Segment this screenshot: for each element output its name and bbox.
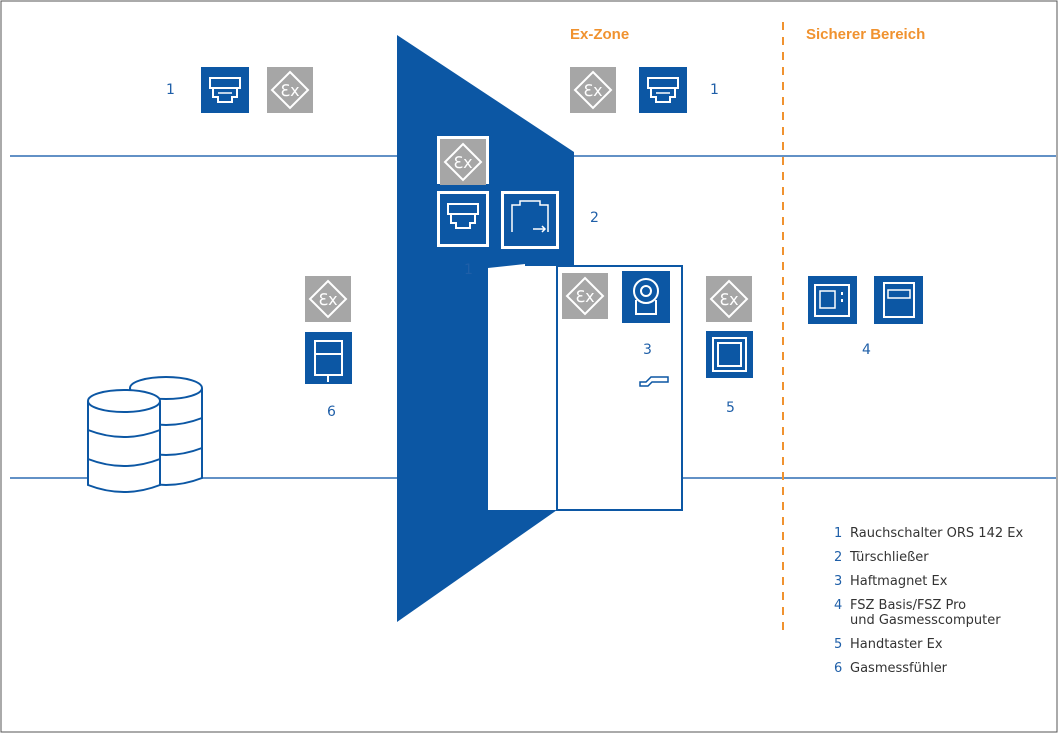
legend-text: FSZ Basis/FSZ Pro und Gasmesscomputer <box>850 598 1001 628</box>
legend-number: 4 <box>834 598 843 613</box>
device-number: 3 <box>643 342 652 358</box>
device-number: 6 <box>327 404 336 420</box>
legend-number: 1 <box>834 526 843 541</box>
legend-number: 5 <box>834 637 843 652</box>
smoke-detector-icon <box>638 66 688 114</box>
door-handle <box>639 376 669 387</box>
legend-number: 3 <box>834 574 843 589</box>
legend-item: 5 Handtaster Ex <box>834 637 1056 652</box>
ex-icon <box>561 272 609 320</box>
legend-text: Gasmessfühler <box>850 661 948 676</box>
legend-text: Handtaster Ex <box>850 637 943 652</box>
ex-icon <box>705 275 753 323</box>
device-number: 1 <box>166 82 175 98</box>
control-panel-icon <box>808 276 857 324</box>
door-closer-icon <box>501 191 559 249</box>
fire-wall <box>397 35 574 622</box>
wall-ex-icon <box>437 136 489 186</box>
legend-item: 4 FSZ Basis/FSZ Pro und Gasmesscomputer <box>834 598 1056 628</box>
legend-item: 6 Gasmessfühler <box>834 661 1056 676</box>
device-number: 2 <box>590 210 599 226</box>
gas-sensor-icon <box>305 332 352 384</box>
device-number: 4 <box>862 342 871 358</box>
hold-magnet-icon <box>622 271 670 323</box>
safe-area-label: Sicherer Bereich <box>806 26 926 43</box>
legend-item: 3 Haftmagnet Ex <box>834 574 1056 589</box>
gas-computer-icon <box>874 276 923 324</box>
legend-item: 1 Rauchschalter ORS 142 Ex <box>834 526 1056 541</box>
manual-button-icon <box>706 331 753 378</box>
legend-number: 6 <box>834 661 843 676</box>
ex-icon <box>304 275 352 323</box>
gas-barrels <box>87 376 203 493</box>
legend-number: 2 <box>834 550 843 565</box>
legend-item: 2 Türschließer <box>834 550 1056 565</box>
ex-icon <box>569 66 617 114</box>
legend-text: Haftmagnet Ex <box>850 574 948 589</box>
wall-smoke-icon <box>437 191 489 247</box>
device-number: 5 <box>726 400 735 416</box>
legend: 1 Rauchschalter ORS 142 Ex 2 Türschließe… <box>834 526 1056 685</box>
ex-zone-label: Ex-Zone <box>570 26 630 43</box>
smoke-detector-icon <box>200 66 250 114</box>
legend-text: Rauchschalter ORS 142 Ex <box>850 526 1024 541</box>
ex-icon <box>266 66 314 114</box>
legend-text: Türschließer <box>850 550 929 565</box>
device-number: 1 <box>464 262 473 278</box>
wall-opening <box>488 264 525 510</box>
device-number: 1 <box>710 82 719 98</box>
